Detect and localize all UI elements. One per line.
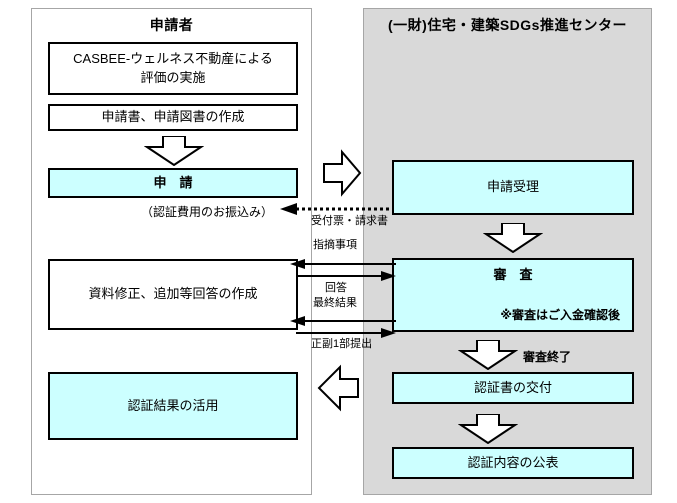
label-reply: 回答 (325, 282, 347, 294)
center-panel: (一財)住宅・建築SDGs推進センター (363, 8, 652, 495)
box-documents-label: 申請書、申請図書の作成 (101, 109, 245, 125)
box-review-note: ※審査はご入金確認後 (500, 307, 620, 322)
box-utilize-result: 認証結果の活用 (48, 372, 298, 440)
arrow-down-review-to-certificate (458, 340, 518, 370)
arrow-right-reply (296, 270, 396, 282)
box-certificate: 認証書の交付 (392, 372, 634, 404)
box-revision: 資料修正、追加等回答の作成 (48, 259, 298, 330)
label-submission: 正副1部提出 (311, 338, 373, 350)
arrow-right-submission (296, 327, 396, 339)
arrow-down-certificate-to-publication (458, 414, 518, 444)
arrow-left-final-result (290, 315, 396, 327)
box-documents: 申請書、申請図書の作成 (48, 104, 298, 131)
arrow-right-application-to-receipt (322, 148, 362, 198)
box-review: 審 査 ※審査はご入金確認後 (392, 258, 634, 332)
label-payment: （認証費用のお振込み） (141, 205, 274, 219)
label-review-finished: 審査終了 (523, 350, 572, 364)
box-receipt-label: 申請受理 (486, 179, 539, 195)
arrow-left-certificate-to-utilize (316, 363, 360, 413)
label-final-result: 最終結果 (313, 297, 357, 309)
arrow-left-findings (290, 258, 396, 270)
box-review-label: 審 査 (493, 267, 533, 282)
label-receipt-invoice: 受付票・請求書 (311, 215, 388, 227)
box-certificate-label: 認証書の交付 (473, 379, 552, 395)
box-receipt: 申請受理 (392, 160, 634, 215)
box-publication-label: 認証内容の公表 (467, 454, 559, 470)
box-revision-label: 資料修正、追加等回答の作成 (88, 286, 258, 302)
box-application: 申 請 (48, 168, 298, 198)
box-evaluation-line2: 評価の実施 (140, 69, 206, 85)
box-utilize-result-label: 認証結果の活用 (127, 397, 219, 413)
arrow-down-receipt-to-review (483, 223, 543, 253)
arrow-left-receipt-invoice (280, 202, 392, 216)
box-publication: 認証内容の公表 (392, 447, 634, 479)
box-application-label: 申 請 (153, 174, 193, 190)
center-panel-title: (一財)住宅・建築SDGs推進センター (388, 17, 627, 33)
arrow-down-documents-to-application (144, 136, 204, 166)
label-findings: 指摘事項 (313, 239, 357, 251)
applicant-panel-title: 申請者 (149, 17, 194, 33)
box-evaluation-line1: CASBEE-ウェルネス不動産による (73, 50, 273, 66)
box-evaluation: CASBEE-ウェルネス不動産による 評価の実施 (48, 42, 298, 95)
